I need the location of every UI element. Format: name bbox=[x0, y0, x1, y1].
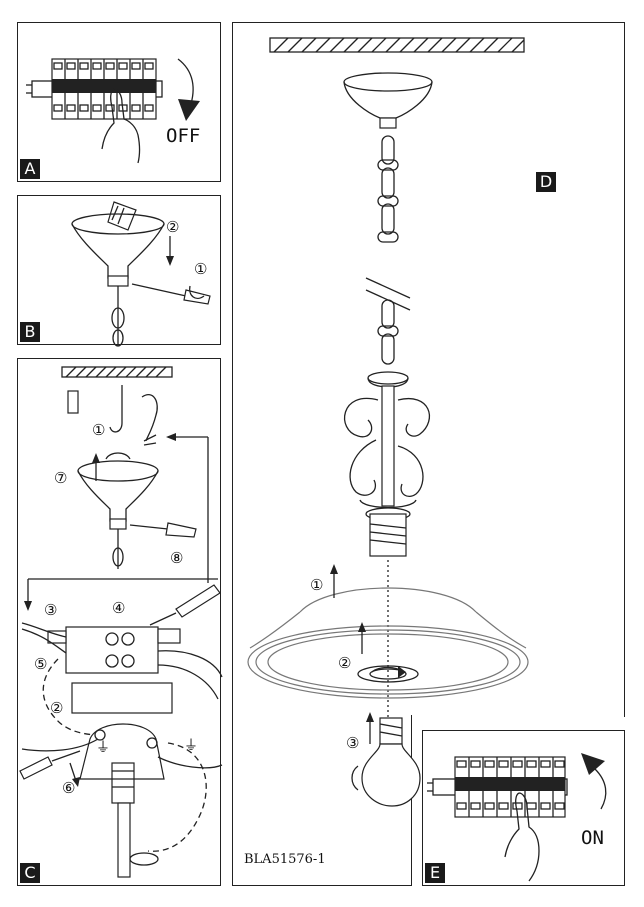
breaker-off-illustration bbox=[26, 58, 200, 164]
panel-d bbox=[232, 22, 625, 717]
hand-icon bbox=[504, 792, 540, 882]
wall-plug bbox=[67, 390, 79, 414]
glass-shade bbox=[247, 587, 529, 699]
step-1-label: ① bbox=[310, 576, 324, 594]
decorative-stem bbox=[344, 371, 430, 509]
ground-symbol-left: ⏚ bbox=[96, 740, 110, 756]
step-7-label: ⑦ bbox=[54, 469, 68, 487]
step-2-label: ② bbox=[166, 218, 180, 236]
step-2-label: ② bbox=[50, 699, 64, 717]
panel-e: ON E bbox=[422, 730, 625, 886]
hand-icon bbox=[101, 88, 141, 164]
lamp-socket bbox=[365, 507, 411, 557]
light-bulb-icon bbox=[351, 717, 421, 807]
step-1-label: ① bbox=[194, 260, 208, 278]
breaker-block bbox=[454, 756, 566, 818]
panel-b: ② ① B bbox=[17, 195, 221, 347]
ceiling-hatch bbox=[61, 366, 173, 378]
step-3-label: ③ bbox=[44, 601, 58, 619]
chain bbox=[365, 135, 411, 365]
panel-c: ① ⑦ ⑧ ③ ④ ⑤ ② ⑥ ⏚ ⏚ C bbox=[17, 358, 223, 886]
step-4-label: ④ bbox=[112, 599, 126, 617]
step-3-label: ③ bbox=[346, 734, 360, 752]
canopy-screw-illustration bbox=[71, 201, 211, 347]
ceiling-canopy bbox=[343, 72, 433, 129]
wiring-illustration bbox=[19, 366, 223, 878]
ceiling-hook-icon bbox=[109, 422, 123, 433]
model-code: BLA51576-1 bbox=[244, 852, 326, 867]
panel-letter-e: E bbox=[425, 863, 445, 883]
chain-link bbox=[111, 307, 125, 329]
breaker-on-illustration bbox=[427, 753, 607, 882]
step-1-label: ① bbox=[92, 421, 106, 439]
curved-arrow-icon bbox=[594, 768, 607, 810]
terminal-block bbox=[107, 201, 137, 231]
step-5-label: ⑤ bbox=[34, 655, 48, 673]
off-label: OFF bbox=[166, 125, 201, 147]
lamp-holder bbox=[79, 723, 165, 878]
on-label: ON bbox=[581, 827, 604, 849]
ceiling-hatch bbox=[269, 37, 525, 53]
panel-a: OFF A bbox=[17, 22, 221, 182]
panel-letter-a: A bbox=[20, 159, 40, 179]
panel-letter-d: D bbox=[536, 172, 556, 192]
connector-block bbox=[47, 626, 181, 674]
panel-letter-c: C bbox=[20, 863, 40, 883]
screwdriver-icon bbox=[175, 584, 221, 618]
ground-symbol-right: ⏚ bbox=[184, 738, 198, 754]
label-plate bbox=[71, 682, 173, 714]
step-6-label: ⑥ bbox=[62, 779, 76, 797]
step-2-label: ② bbox=[338, 654, 352, 672]
panel-letter-b: B bbox=[20, 322, 40, 342]
breaker-block bbox=[51, 58, 157, 120]
step-8-label: ⑧ bbox=[170, 549, 184, 567]
